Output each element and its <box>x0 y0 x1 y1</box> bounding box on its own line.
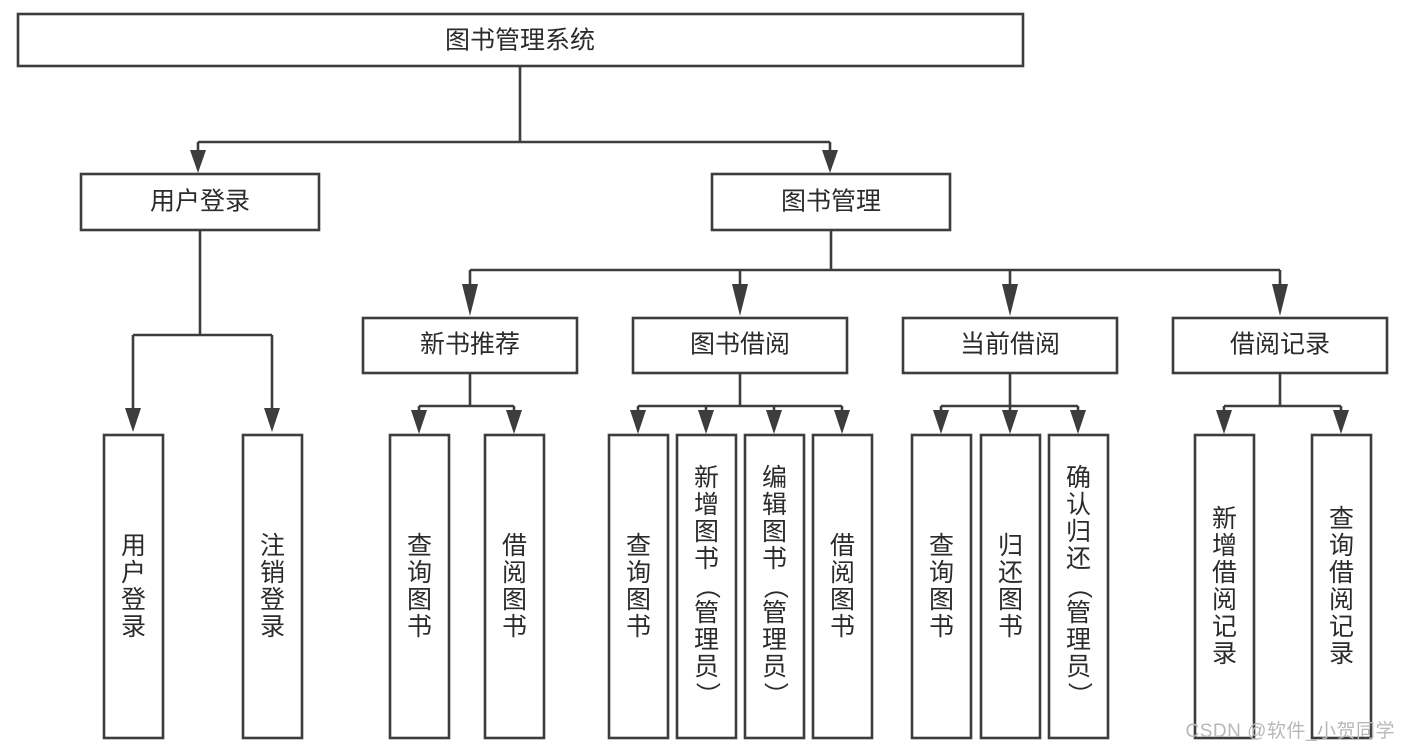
arrow-borrow-leaf-2 <box>698 410 714 434</box>
node-book-borrow-box[interactable] <box>631 316 849 375</box>
arrow-current-leaf-1 <box>933 410 949 434</box>
arrow-newbook-leaf-1 <box>411 410 427 434</box>
arrow-login-leaf-2 <box>264 408 280 432</box>
watermark: CSDN @软件_小贺同学 <box>1185 721 1395 742</box>
leaf-box-borrow-record-1[interactable] <box>1193 433 1256 740</box>
node-borrow-record-label: 借阅记录 <box>1230 331 1330 359</box>
leaf-box-book-borrow-2[interactable] <box>675 433 738 740</box>
leaf-box-book-borrow-1[interactable] <box>607 433 670 740</box>
leaf-box-borrow-record-2[interactable] <box>1310 433 1373 740</box>
node-user-login[interactable]: 用户登录 <box>79 172 321 232</box>
leaf-box-book-borrow-3[interactable] <box>743 433 806 740</box>
arrow-root-to-bookmgmt <box>822 150 838 173</box>
node-new-book-recommend[interactable]: 新书推荐 <box>361 316 579 375</box>
leaf-box-current-borrow-2[interactable] <box>979 433 1042 740</box>
arrow-login-leaf-1 <box>125 408 141 432</box>
leaf-box-book-borrow-4[interactable] <box>811 433 874 740</box>
node-root[interactable]: 图书管理系统 <box>16 12 1025 68</box>
node-current-borrow-label: 当前借阅 <box>960 331 1060 359</box>
node-new-book-recommend-label: 新书推荐 <box>420 331 520 359</box>
node-root-label: 图书管理系统 <box>445 27 595 55</box>
leaf-box-user-login-2[interactable] <box>241 433 304 740</box>
node-book-management-box[interactable] <box>710 172 952 232</box>
leaf-box-new-book-1[interactable] <box>388 433 451 740</box>
arrow-current-leaf-3 <box>1070 410 1086 434</box>
arrow-root-to-login <box>190 150 206 173</box>
arrow-borrow-leaf-4 <box>834 410 850 434</box>
node-book-borrow-label: 图书借阅 <box>690 331 790 359</box>
arrow-borrow-leaf-1 <box>630 410 646 434</box>
leaf-box-user-login-1[interactable] <box>102 433 165 740</box>
node-book-borrow[interactable]: 图书借阅 <box>631 316 849 375</box>
arrow-newbook-leaf-2 <box>506 410 522 434</box>
leaf-box-current-borrow-1[interactable] <box>910 433 973 740</box>
node-current-borrow-box[interactable] <box>901 316 1119 375</box>
arrow-bookmgmt-to-current <box>1002 284 1018 316</box>
arrow-current-leaf-2 <box>1002 410 1018 434</box>
leaf-box-new-book-2[interactable] <box>483 433 546 740</box>
arrow-bookmgmt-to-record <box>1272 284 1288 316</box>
arrow-borrow-leaf-3 <box>766 410 782 434</box>
node-borrow-record[interactable]: 借阅记录 <box>1171 316 1389 375</box>
node-new-book-recommend-box[interactable] <box>361 316 579 375</box>
node-borrow-record-box[interactable] <box>1171 316 1389 375</box>
arrow-bookmgmt-to-newbook <box>462 284 478 316</box>
node-book-management-label: 图书管理 <box>781 188 881 216</box>
arrow-record-leaf-1 <box>1216 410 1232 434</box>
arrow-record-leaf-2 <box>1333 410 1349 434</box>
node-current-borrow[interactable]: 当前借阅 <box>901 316 1119 375</box>
node-root-box[interactable] <box>16 12 1025 68</box>
arrow-bookmgmt-to-borrow <box>732 284 748 316</box>
node-book-management[interactable]: 图书管理 <box>710 172 952 232</box>
leaf-box-current-borrow-3[interactable] <box>1047 433 1110 740</box>
node-user-login-label: 用户登录 <box>150 188 250 216</box>
